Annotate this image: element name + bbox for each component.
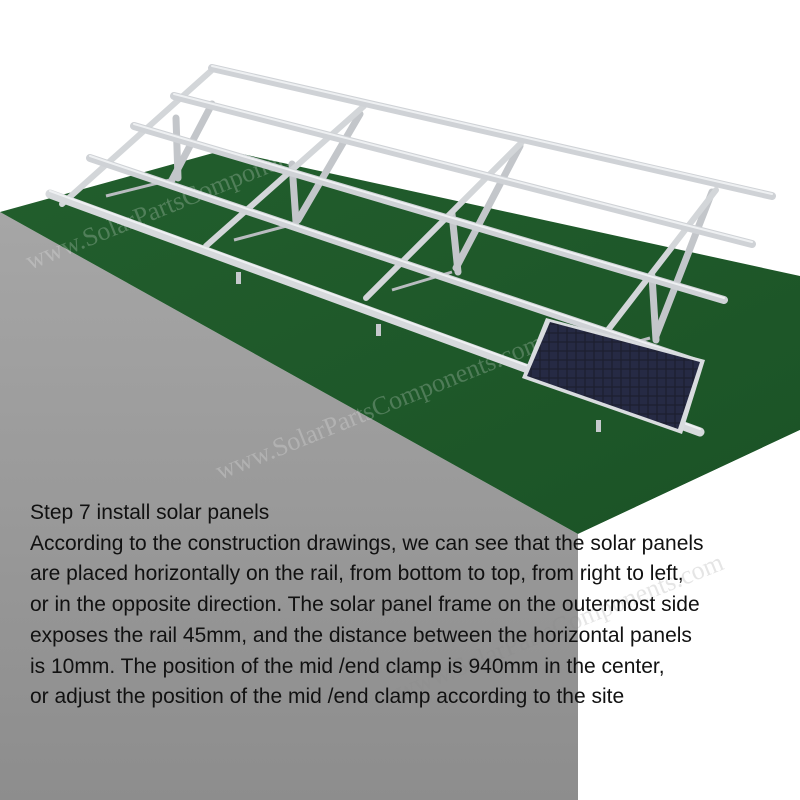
rail-end-feet (236, 272, 601, 432)
instruction-caption: Step 7 install solar panels According to… (30, 498, 795, 713)
caption-line: or adjust the position of the mid /end c… (30, 685, 625, 709)
ground-front-face (578, 430, 800, 800)
caption-line: or in the opposite direction. The solar … (30, 593, 700, 617)
caption-title: Step 7 install solar panels (30, 501, 270, 524)
caption-line: is 10mm. The position of the mid /end cl… (30, 654, 665, 678)
caption-line: exposes the rail 45mm, and the distance … (30, 623, 692, 647)
caption-line: are placed horizontally on the rail, fro… (30, 562, 684, 586)
caption-line: According to the construction drawings, … (30, 531, 704, 555)
solar-panel (522, 318, 705, 434)
ground-side-face (0, 212, 578, 800)
